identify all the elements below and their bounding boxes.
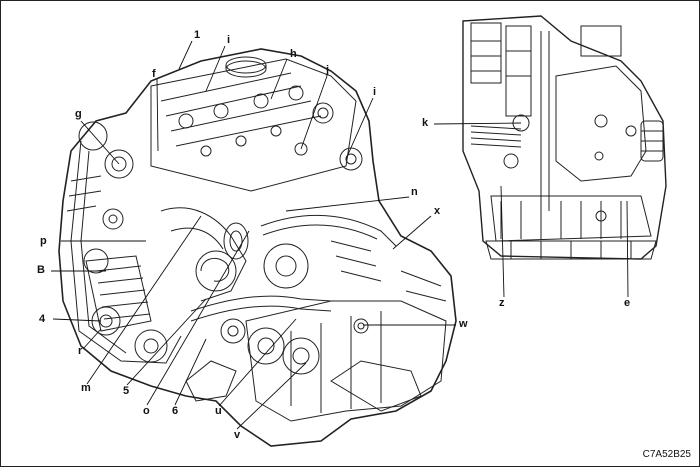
callout-label: 6 (172, 405, 179, 417)
callout-label: u (215, 405, 222, 417)
callout-label: 4 (39, 313, 46, 325)
callout-label: 5 (123, 385, 130, 397)
callout-label: n (411, 186, 418, 198)
leader-lines (51, 40, 629, 430)
callout-label: k (422, 117, 429, 129)
callout-label: i (373, 86, 377, 98)
callout-label: j (326, 64, 330, 76)
callout-label: e (624, 297, 631, 309)
callout-label: m (81, 382, 91, 394)
callout-label: 1 (194, 29, 201, 41)
callout-label: B (37, 264, 45, 276)
callout-label: x (434, 205, 441, 217)
callout-label: f (152, 68, 156, 80)
callout-label: h (290, 48, 297, 60)
callout-label: i (227, 34, 231, 46)
callout-label: r (78, 345, 83, 357)
figure-code: C7A52B25 (642, 449, 691, 460)
callout-label: o (143, 405, 150, 417)
callout-label: p (40, 235, 47, 247)
callout-label: w (459, 318, 468, 330)
secondary-engine-drawing (462, 15, 667, 260)
callout-label: g (75, 108, 82, 120)
callout-label: z (499, 297, 505, 309)
callout-label: v (234, 429, 241, 441)
main-engine-drawing (58, 48, 457, 447)
